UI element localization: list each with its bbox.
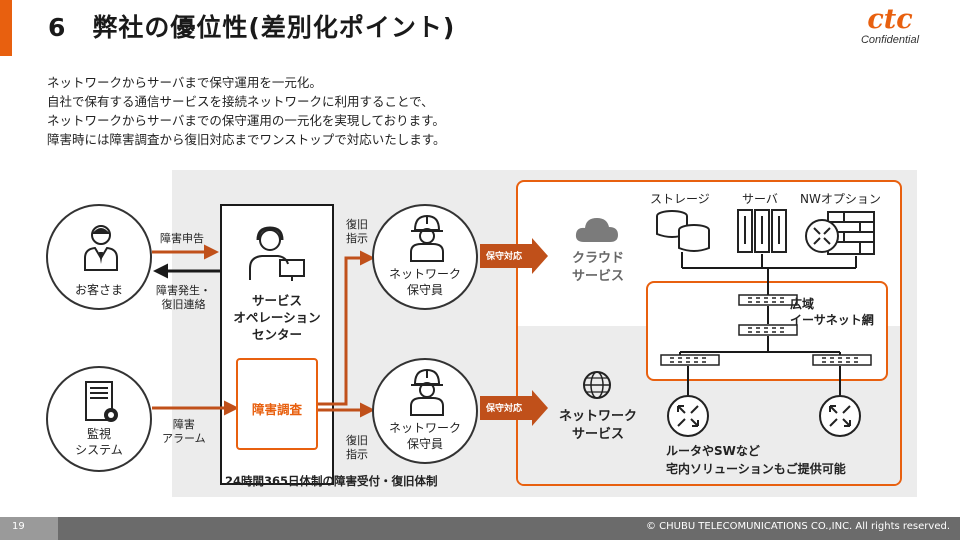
router-firewall-icon <box>805 211 875 255</box>
wan-label-line: 広域 <box>790 297 815 311</box>
page-number: 19 <box>12 521 25 532</box>
support-system-caption: 24時間365日体制の障害受付・復旧体制 <box>225 474 438 488</box>
instruction-line: 指示 <box>346 232 368 245</box>
engineer-icon <box>410 368 444 416</box>
network-service-label: ネットワーク サービス <box>552 408 644 444</box>
intro-line: 自社で保有する通信サービスを接続ネットワークに利用することで、 <box>47 94 434 109</box>
logo-text: ctc <box>867 4 913 35</box>
engineer-icon <box>410 214 444 262</box>
person-icon <box>84 225 118 271</box>
intro-line: ネットワークからサーバまで保守運用を一元化。 <box>47 75 322 90</box>
report-label: 障害申告 <box>160 232 204 245</box>
switch-icon <box>660 354 720 366</box>
solutions-line: ルータやSWなど <box>666 444 760 458</box>
company-logo: ctc Confidential <box>850 4 930 47</box>
copyright: © CHUBU TELECOMUNICATIONS CO.,INC. All r… <box>645 521 950 532</box>
monitoring-server-icon <box>85 381 118 422</box>
network-service-line: サービス <box>571 427 624 442</box>
recovery-contact-line: 障害発生・ <box>156 284 211 297</box>
confidential-label: Confidential <box>860 34 920 46</box>
cloud-service-label: クラウド サービス <box>562 250 634 286</box>
engineer-top-label: ネットワーク 保守員 <box>374 266 476 298</box>
customer-node: お客さま <box>46 204 152 310</box>
switch-icon <box>738 294 798 306</box>
instruction-top-label: 復旧 指示 <box>346 218 368 246</box>
instruction-line: 復旧 <box>346 434 368 447</box>
investigation-box <box>236 358 318 450</box>
maintenance-arrow-bottom <box>480 390 548 426</box>
footer-accent <box>0 517 58 540</box>
storage-label: ストレージ <box>650 192 710 206</box>
engineer-bottom-label: ネットワーク 保守員 <box>374 420 476 452</box>
operation-center-label: サービス オペレーション センター <box>222 292 332 343</box>
intro-line: 障害時には障害調査から復旧対応までワンストップで対応いたします。 <box>47 132 446 147</box>
page-title: 6 弊社の優位性(差別化ポイント) <box>48 13 456 42</box>
engineer-label-line: ネットワーク <box>388 421 461 435</box>
wan-label: 広域 イーサネット網 <box>790 296 874 328</box>
engineer-label-line: ネットワーク <box>388 267 461 281</box>
solutions-line: 宅内ソリューションもご提供可能 <box>666 462 846 476</box>
monitoring-label: 監視 システム <box>48 426 150 458</box>
engineer-label-line: 保守員 <box>406 283 443 297</box>
engineer-bottom-node: ネットワーク 保守員 <box>372 358 478 464</box>
server-label: サーバ <box>742 192 778 206</box>
instruction-bottom-label: 復旧 指示 <box>346 434 368 462</box>
router-icon <box>819 395 861 437</box>
server-rack-icon <box>737 209 787 253</box>
intro-paragraph: ネットワークからサーバまで保守運用を一元化。 自社で保有する通信サービスを接続ネ… <box>47 73 446 149</box>
monitoring-node: 監視 システム <box>46 366 152 472</box>
instruction-line: 指示 <box>346 448 368 461</box>
intro-line: ネットワークからサーバまでの保守運用の一元化を実現しております。 <box>47 113 445 128</box>
alarm-label-line: アラーム <box>162 432 206 445</box>
investigation-label: 障害調査 <box>251 402 302 417</box>
monitoring-label-line: システム <box>75 443 123 457</box>
instruction-line: 復旧 <box>346 218 368 231</box>
operation-center-line: サービス <box>251 293 302 308</box>
maintenance-arrow-top <box>480 238 548 274</box>
customer-label: お客さま <box>74 283 123 297</box>
operator-icon <box>249 226 305 281</box>
switch-icon <box>738 324 798 336</box>
engineer-top-node: ネットワーク 保守員 <box>372 204 478 310</box>
solutions-caption: ルータやSWなど 宅内ソリューションもご提供可能 <box>666 442 846 478</box>
wan-label-line: イーサネット網 <box>790 313 874 327</box>
monitoring-label-line: 監視 <box>86 427 111 441</box>
operation-center-line: オペレーション <box>233 310 321 325</box>
cloud-service-line: サービス <box>571 269 624 284</box>
switch-icon <box>812 354 872 366</box>
alarm-label: 障害 アラーム <box>162 418 206 446</box>
footer-bar <box>0 517 960 540</box>
cloud-icon <box>575 218 618 242</box>
engineer-label-line: 保守員 <box>406 437 443 451</box>
alarm-label-line: 障害 <box>172 418 195 431</box>
maintenance-tag-bottom: 保守対応 <box>486 404 523 414</box>
storage-icon <box>656 210 710 252</box>
router-icon <box>667 395 709 437</box>
title-accent-bar <box>0 0 12 56</box>
network-service-line: ネットワーク <box>558 409 637 424</box>
recovery-contact-label: 障害発生・ 復旧連絡 <box>156 284 211 312</box>
maintenance-tag-top: 保守対応 <box>486 252 523 262</box>
nw-option-label: NWオプション <box>800 192 881 206</box>
globe-icon <box>583 371 611 399</box>
recovery-contact-line: 復旧連絡 <box>161 298 206 311</box>
cloud-service-line: クラウド <box>571 251 624 266</box>
operation-center-line: センター <box>251 327 302 342</box>
